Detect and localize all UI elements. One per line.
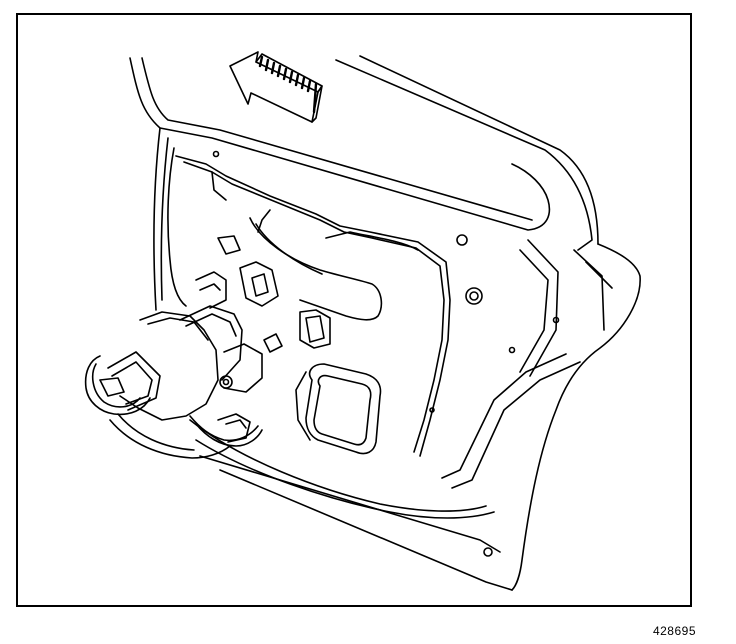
inner-panel	[167, 147, 451, 457]
mounting-holes	[212, 150, 560, 557]
door-outer-panel	[129, 55, 641, 591]
regulator-assembly	[217, 235, 331, 349]
direction-arrow-icon	[229, 51, 323, 123]
door-lower-edge	[189, 239, 613, 553]
diagram-frame	[16, 13, 692, 607]
lock-actuator-assembly	[84, 271, 283, 459]
figure-number: 428695	[652, 624, 696, 638]
speaker-opening	[295, 363, 382, 455]
